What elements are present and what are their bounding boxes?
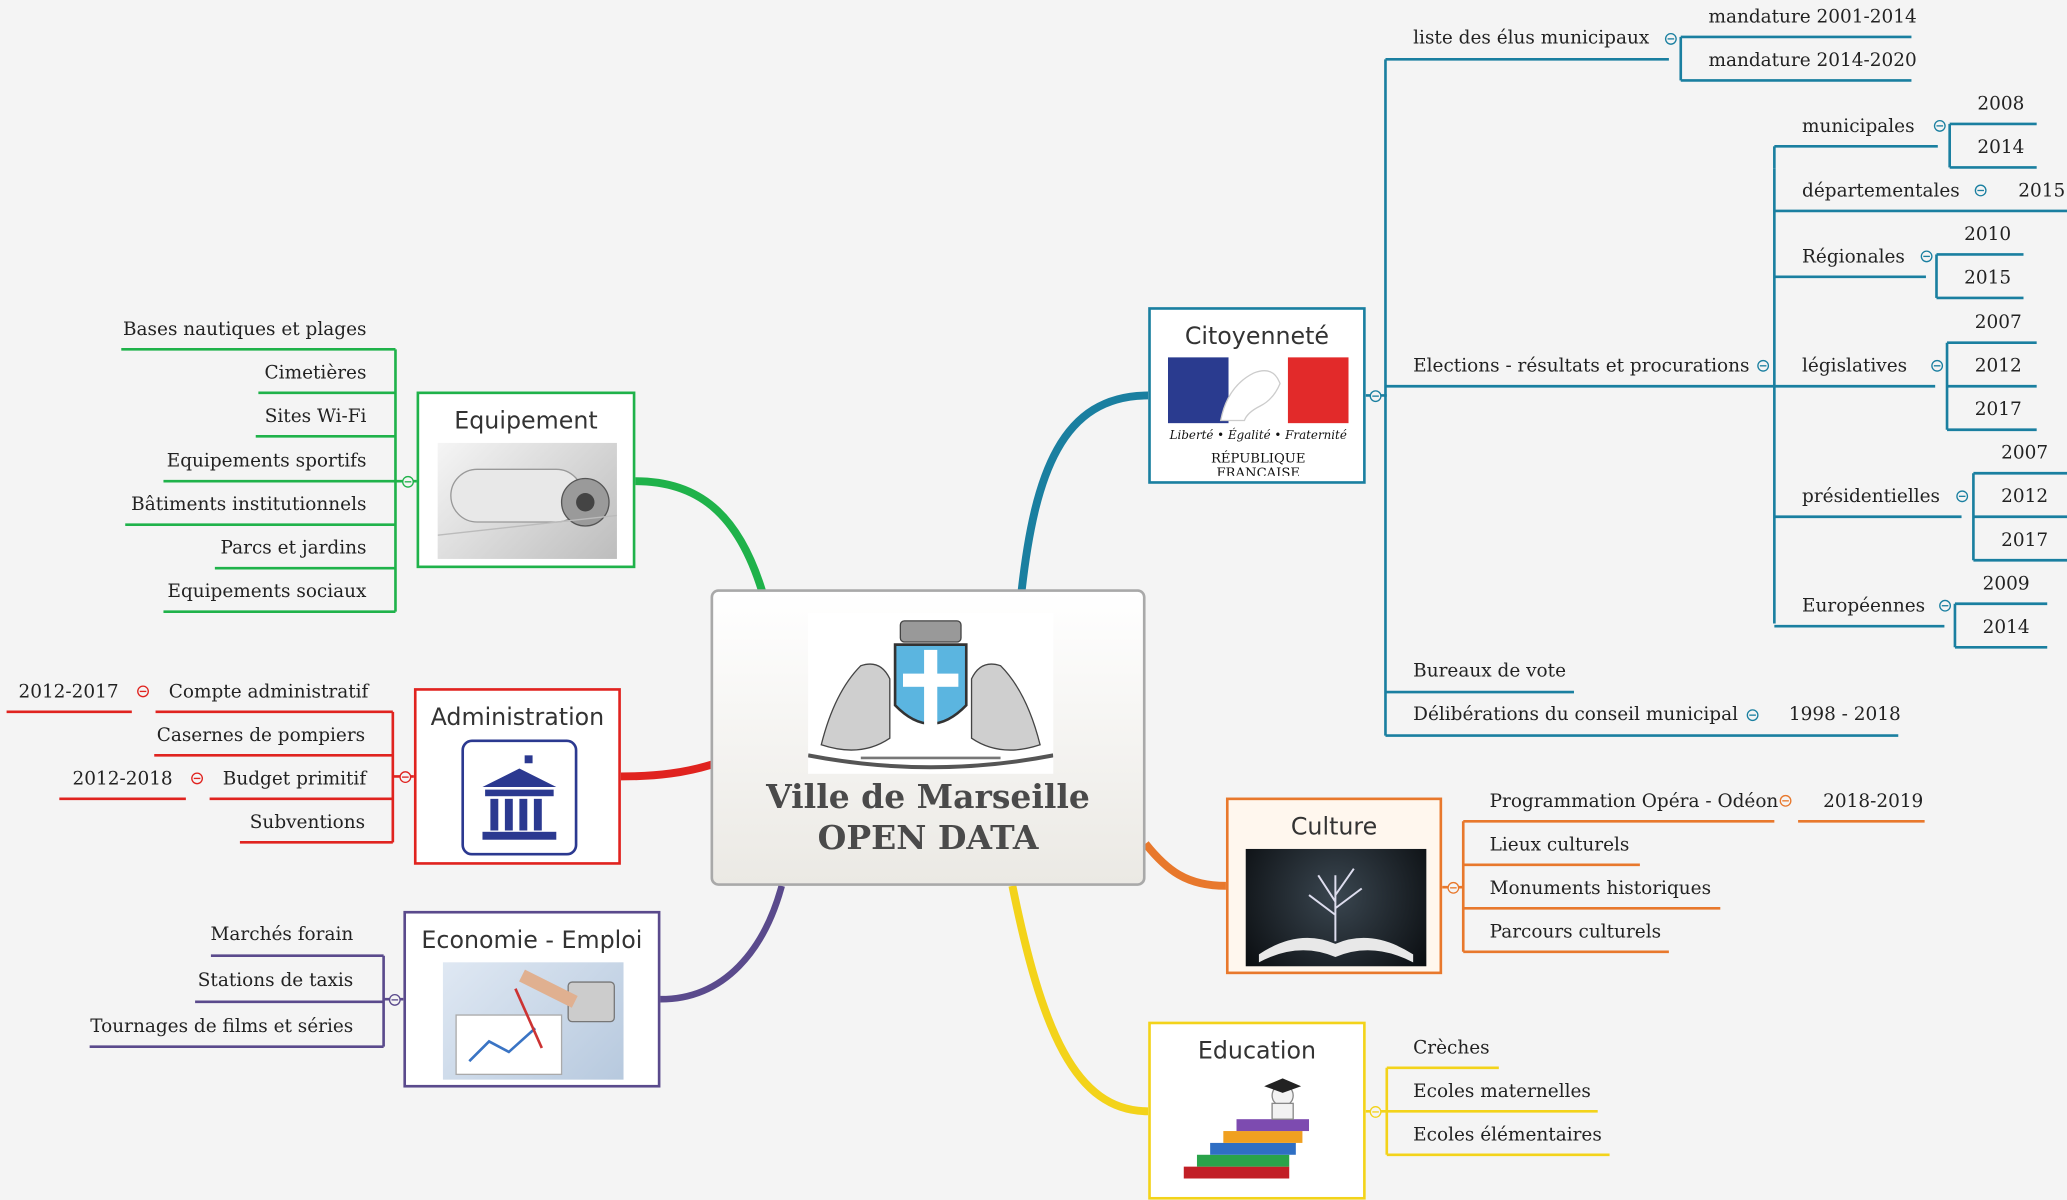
branch-citoyennete <box>1017 391 1149 592</box>
topic-education-title: Education <box>1197 1037 1317 1066</box>
node-legislatives[interactable]: législatives <box>1802 355 1908 378</box>
node-europeennes-2009[interactable]: 2009 <box>1982 573 2030 595</box>
collapse-toggle-presidentielles[interactable] <box>1956 490 1969 503</box>
node-budget-years[interactable]: 2012-2018 <box>72 768 173 790</box>
node-ecoles-maternelles[interactable]: Ecoles maternelles <box>1413 1080 1591 1103</box>
collapse-toggle-education[interactable] <box>1369 1106 1382 1118</box>
central-title-line2: OPEN DATA <box>817 818 1039 857</box>
node-legislatives-2007[interactable]: 2007 <box>1974 312 2022 334</box>
node-sites-wifi[interactable]: Sites Wi-Fi <box>264 406 367 428</box>
marseille-coat-of-arms <box>808 612 1054 774</box>
node-bases-nautiques[interactable]: Bases nautiques et plages <box>122 319 367 341</box>
node-compte-administratif[interactable]: Compte administratif <box>168 681 369 703</box>
node-compte-years[interactable]: 2012-2017 <box>18 681 119 703</box>
blueprints-image <box>437 442 617 559</box>
node-programmation[interactable]: Programmation Opéra - Odéon <box>1489 790 1779 813</box>
node-presidentielles-2007[interactable]: 2007 <box>2001 442 2049 465</box>
node-elus[interactable]: liste des élus municipaux <box>1413 27 1650 49</box>
branch-economie <box>660 884 785 1003</box>
node-equipements-sociaux[interactable]: Equipements sociaux <box>167 581 367 603</box>
branch-education <box>1008 885 1149 1116</box>
node-regionales[interactable]: Régionales <box>1802 246 1905 268</box>
books-graduate-image <box>1177 1077 1342 1189</box>
topic-education[interactable]: Education <box>1148 1021 1366 1200</box>
branch-administration <box>620 760 713 781</box>
collapse-toggle-programmation[interactable] <box>1779 794 1792 807</box>
node-equipements-sportifs[interactable]: Equipements sportifs <box>166 450 367 472</box>
node-budget-primitif[interactable]: Budget primitif <box>222 768 367 790</box>
node-europeennes[interactable]: Européennes <box>1802 595 1926 617</box>
node-presidentielles[interactable]: présidentielles <box>1802 486 1941 508</box>
node-bureaux-de-vote[interactable]: Bureaux de vote <box>1413 660 1566 682</box>
node-mandature-2[interactable]: mandature 2014-2020 <box>1708 50 1917 72</box>
logo-motto: Liberté • Égalité • Fraternité <box>1169 429 1347 443</box>
node-casernes[interactable]: Casernes de pompiers <box>156 725 366 747</box>
node-batiments-institutionnels[interactable]: Bâtiments institutionnels <box>131 494 367 516</box>
collapse-toggle-economie[interactable] <box>388 993 401 1006</box>
node-elections[interactable]: Elections - résultats et procurations <box>1413 355 1750 378</box>
topic-administration-title: Administration <box>430 703 605 732</box>
branch-equipement <box>635 477 766 592</box>
node-lieux-culturels[interactable]: Lieux culturels <box>1489 834 1630 856</box>
topic-equipement[interactable]: Equipement <box>416 391 636 569</box>
business-charts-image <box>442 962 624 1080</box>
node-municipales-2008[interactable]: 2008 <box>1977 93 2025 115</box>
node-creches[interactable]: Crèches <box>1413 1037 1490 1059</box>
node-tournages[interactable]: Tournages de films et séries <box>90 1016 354 1038</box>
topic-economie-title: Economie - Emploi <box>421 926 643 955</box>
topic-culture[interactable]: Culture <box>1225 797 1443 975</box>
node-parcs-jardins[interactable]: Parcs et jardins <box>220 537 367 559</box>
node-parcours-culturels[interactable]: Parcours culturels <box>1489 921 1662 943</box>
node-mandature-1[interactable]: mandature 2001-2014 <box>1708 6 1917 28</box>
collapse-toggle-administration[interactable] <box>399 771 412 784</box>
node-legislatives-2012[interactable]: 2012 <box>1974 355 2022 378</box>
topic-citoyennete-title: Citoyenneté <box>1184 322 1330 351</box>
collapse-toggle-culture[interactable] <box>1447 881 1460 894</box>
node-deliberations-years[interactable]: 1998 - 2018 <box>1788 703 1901 726</box>
node-departementales-2015[interactable]: 2015 <box>2018 180 2066 202</box>
node-regionales-2010[interactable]: 2010 <box>1964 224 2012 246</box>
institution-building-icon <box>461 739 578 856</box>
branch-culture <box>1142 841 1227 890</box>
collapse-toggle-elections[interactable] <box>1757 359 1770 372</box>
collapse-toggle-compte[interactable] <box>137 685 149 698</box>
node-europeennes-2014[interactable]: 2014 <box>1982 616 2030 639</box>
collapse-toggle-regionales[interactable] <box>1920 250 1933 263</box>
node-marches-forain[interactable]: Marchés forain <box>210 924 354 946</box>
node-subventions[interactable]: Subventions <box>249 812 366 834</box>
collapse-toggle-europeennes[interactable] <box>1939 599 1951 612</box>
collapse-toggle-citoyennete[interactable] <box>1369 390 1382 403</box>
node-programmation-season[interactable]: 2018-2019 <box>1823 790 1924 813</box>
collapse-toggle-equipement[interactable] <box>402 475 414 488</box>
node-stations-taxis[interactable]: Stations de taxis <box>197 970 354 992</box>
logo-text: RÉPUBLIQUE FRANÇAISE <box>1211 452 1306 476</box>
topic-administration[interactable]: Administration <box>413 688 621 865</box>
node-ecoles-elementaires[interactable]: Ecoles élémentaires <box>1413 1124 1602 1146</box>
collapse-toggle-municipales[interactable] <box>1933 119 1946 132</box>
node-presidentielles-2017[interactable]: 2017 <box>2001 529 2049 552</box>
collapse-toggle-departementales[interactable] <box>1974 184 1987 197</box>
collapse-toggle-legislatives[interactable] <box>1931 359 1944 372</box>
node-deliberations[interactable]: Délibérations du conseil municipal <box>1413 703 1738 726</box>
topic-economie[interactable]: Economie - Emploi <box>403 910 661 1088</box>
node-regionales-2015[interactable]: 2015 <box>1964 267 2012 289</box>
open-book-image <box>1245 848 1427 967</box>
node-legislatives-2017[interactable]: 2017 <box>1974 399 2022 421</box>
collapse-toggle-elus[interactable] <box>1664 32 1677 45</box>
collapse-toggle-deliberations[interactable] <box>1746 709 1759 722</box>
node-cimetieres[interactable]: Cimetières <box>264 362 367 384</box>
central-topic[interactable]: Ville de Marseille OPEN DATA <box>710 589 1146 886</box>
central-title-line1: Ville de Marseille <box>766 777 1090 816</box>
node-municipales[interactable]: municipales <box>1802 116 1915 138</box>
topic-citoyennete[interactable]: Citoyenneté Liberté • Égalité • Fraterni… <box>1148 307 1366 484</box>
node-presidentielles-2012[interactable]: 2012 <box>2001 486 2049 508</box>
topic-equipement-title: Equipement <box>454 407 598 436</box>
republique-francaise-logo: Liberté • Égalité • Fraternité RÉPUBLIQU… <box>1167 357 1349 476</box>
node-municipales-2014[interactable]: 2014 <box>1977 137 2025 159</box>
node-departementales[interactable]: départementales <box>1802 180 1960 202</box>
node-monuments-historiques[interactable]: Monuments historiques <box>1489 877 1712 900</box>
collapse-toggle-budget[interactable] <box>191 772 204 785</box>
topic-culture-title: Culture <box>1290 813 1378 842</box>
